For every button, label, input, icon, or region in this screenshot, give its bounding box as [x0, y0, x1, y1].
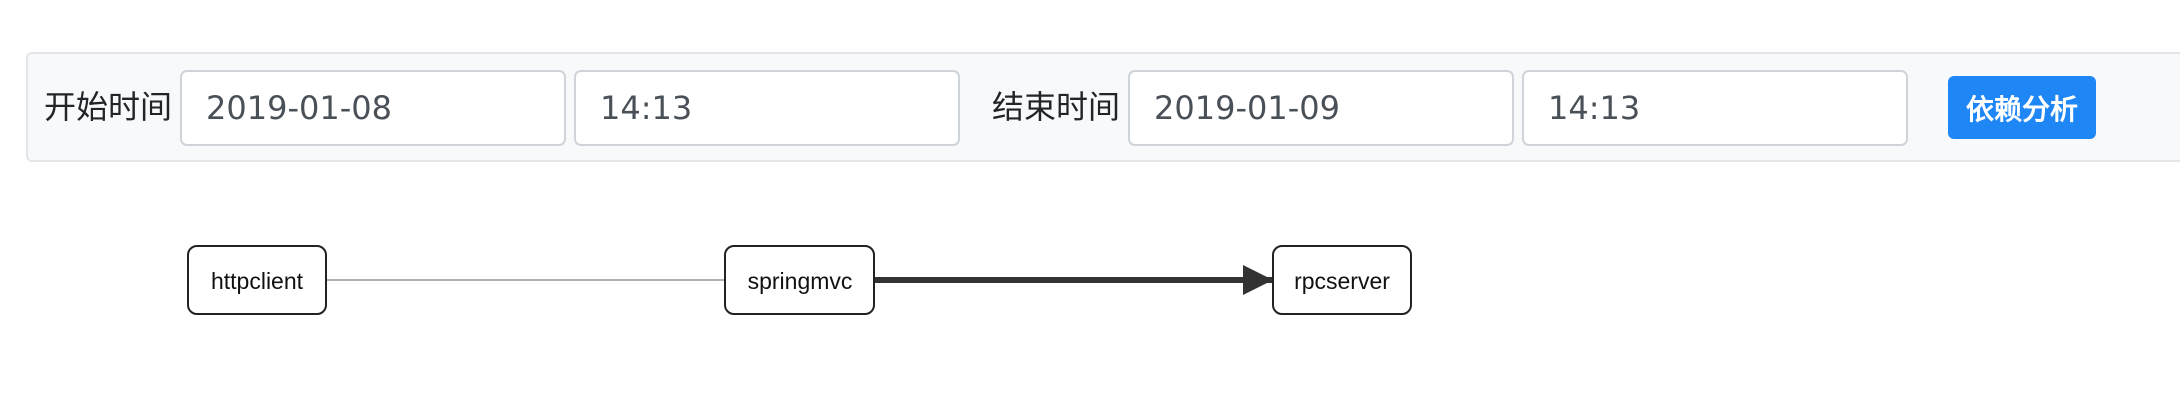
start-time-label: 开始时间: [44, 88, 173, 126]
node-rpcserver[interactable]: rpcserver: [1272, 245, 1412, 315]
node-rpcserver-label: rpcserver: [1294, 268, 1390, 294]
end-time-input[interactable]: [1522, 70, 1908, 146]
end-date-input[interactable]: [1128, 70, 1514, 146]
dependency-analysis-button[interactable]: 依赖分析: [1948, 76, 2096, 139]
start-date-input[interactable]: [180, 70, 566, 146]
node-springmvc-label: springmvc: [748, 268, 853, 294]
node-httpclient-label: httpclient: [211, 268, 304, 294]
node-httpclient[interactable]: httpclient: [187, 245, 327, 315]
start-time-input[interactable]: [574, 70, 960, 146]
end-time-label: 结束时间: [992, 88, 1121, 126]
node-springmvc[interactable]: springmvc: [724, 245, 875, 315]
